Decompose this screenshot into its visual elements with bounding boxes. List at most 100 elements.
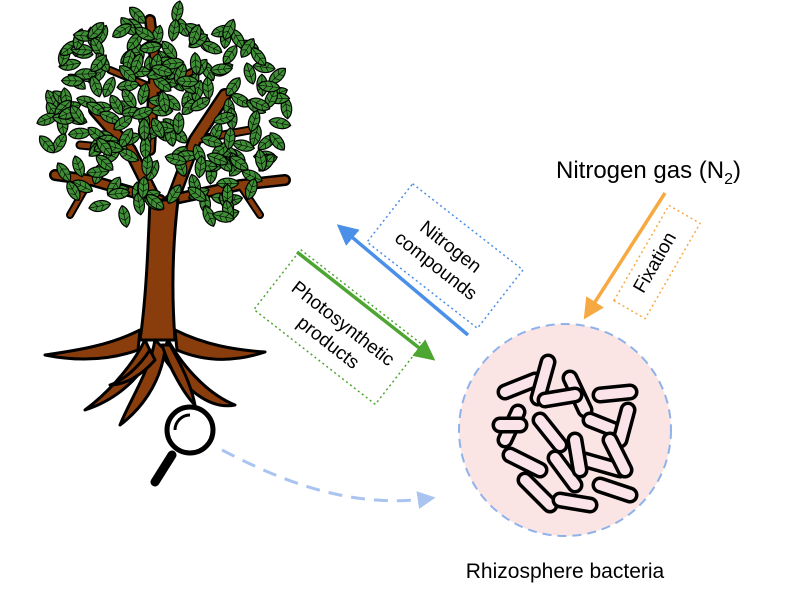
magnify-to-bacteria-arrow <box>221 448 436 509</box>
leaf <box>119 65 137 82</box>
leaf <box>248 97 271 111</box>
leaf <box>232 139 255 152</box>
leaf <box>190 97 211 112</box>
bacterium <box>570 435 585 475</box>
leaf <box>211 210 235 223</box>
leaf <box>245 177 258 201</box>
tree-trunk <box>138 198 180 342</box>
leaf <box>188 23 202 46</box>
bacterium <box>615 405 633 445</box>
leaf <box>212 111 236 125</box>
leaf <box>229 155 249 171</box>
nitrogen-gas-close: ) <box>733 157 741 184</box>
bacteria-cluster <box>491 353 639 514</box>
leaf <box>131 106 154 120</box>
leaf <box>268 117 292 130</box>
leaf <box>189 51 202 76</box>
tree-icon <box>36 0 293 427</box>
leaf <box>129 6 146 24</box>
bacterium <box>555 495 595 510</box>
leaf <box>268 67 286 85</box>
leaf <box>225 77 241 97</box>
leaf <box>255 148 267 172</box>
leaf <box>202 205 216 227</box>
leaf <box>113 115 133 131</box>
nitrogen-gas-subscript: 2 <box>724 171 733 188</box>
leaf <box>206 152 229 166</box>
leaf <box>209 63 233 76</box>
leaf <box>67 127 92 140</box>
leaf <box>215 177 240 190</box>
leaf <box>96 137 113 156</box>
leaf <box>118 204 131 228</box>
leaf <box>69 105 85 125</box>
leaf <box>158 90 171 114</box>
leaf <box>121 88 137 109</box>
leaf <box>72 155 85 178</box>
nitrogen-compounds-arrow <box>336 224 470 337</box>
leaf <box>194 155 207 179</box>
nitrogen-compounds-box <box>366 182 524 330</box>
leaf <box>60 75 85 87</box>
leaf <box>141 153 154 177</box>
bacterium <box>540 390 580 405</box>
bacterium <box>580 455 625 475</box>
leaf <box>145 194 165 210</box>
bacterium <box>550 453 580 490</box>
bacterium <box>595 480 635 500</box>
leaf <box>88 199 112 213</box>
leaf <box>139 135 152 160</box>
bacterium <box>505 450 545 475</box>
leaf <box>87 22 105 40</box>
leaf <box>150 64 174 77</box>
photosynthetic-products-arrow <box>295 250 436 361</box>
leaf <box>164 153 188 166</box>
fixation-box <box>612 204 702 320</box>
bacterium <box>585 415 620 435</box>
leaf <box>161 40 178 60</box>
leaf <box>175 75 200 88</box>
nitrogen-gas-label: Nitrogen gas (N2) <box>556 157 741 188</box>
photosynthetic-products-group: Photosynthetic products <box>252 248 436 406</box>
leaf <box>250 47 267 66</box>
leaf <box>90 54 107 72</box>
tree-leaves <box>36 0 293 228</box>
leaf <box>139 41 163 54</box>
leaf <box>222 18 236 41</box>
leaf <box>107 187 131 200</box>
rhizosphere-bacteria-label: Rhizosphere bacteria <box>466 560 665 583</box>
fixation-arrow <box>583 192 667 320</box>
bacteria-icon <box>458 323 672 537</box>
leaf <box>243 62 257 85</box>
leaf <box>38 135 56 154</box>
bacterium <box>520 475 555 510</box>
leaf <box>247 109 261 133</box>
leaf <box>112 23 132 39</box>
leaf <box>66 180 81 202</box>
leaf <box>202 76 214 100</box>
leaf <box>137 175 150 200</box>
leaf <box>71 179 94 194</box>
leaf <box>138 117 151 142</box>
nitrogen-compounds-group: Nitrogen compounds <box>336 182 524 337</box>
bacterium <box>595 387 635 400</box>
leaf <box>95 154 114 171</box>
leaf <box>171 0 184 24</box>
leaf <box>137 82 150 106</box>
nitrogen-gas-text: Nitrogen gas (N <box>556 157 724 184</box>
leaf <box>126 32 143 51</box>
bacterium <box>535 415 565 450</box>
leaf <box>109 94 124 116</box>
leaf <box>166 184 182 204</box>
leaf <box>201 40 223 55</box>
leaf <box>168 18 180 42</box>
leaf <box>200 135 224 148</box>
leaf <box>89 75 103 98</box>
magnifier-icon <box>150 404 216 487</box>
fixation-group: Fixation <box>583 192 702 320</box>
bacterium <box>500 375 540 397</box>
leaf <box>134 26 156 41</box>
leaf <box>240 38 255 58</box>
bacterium <box>605 435 630 475</box>
leaf <box>187 186 207 202</box>
